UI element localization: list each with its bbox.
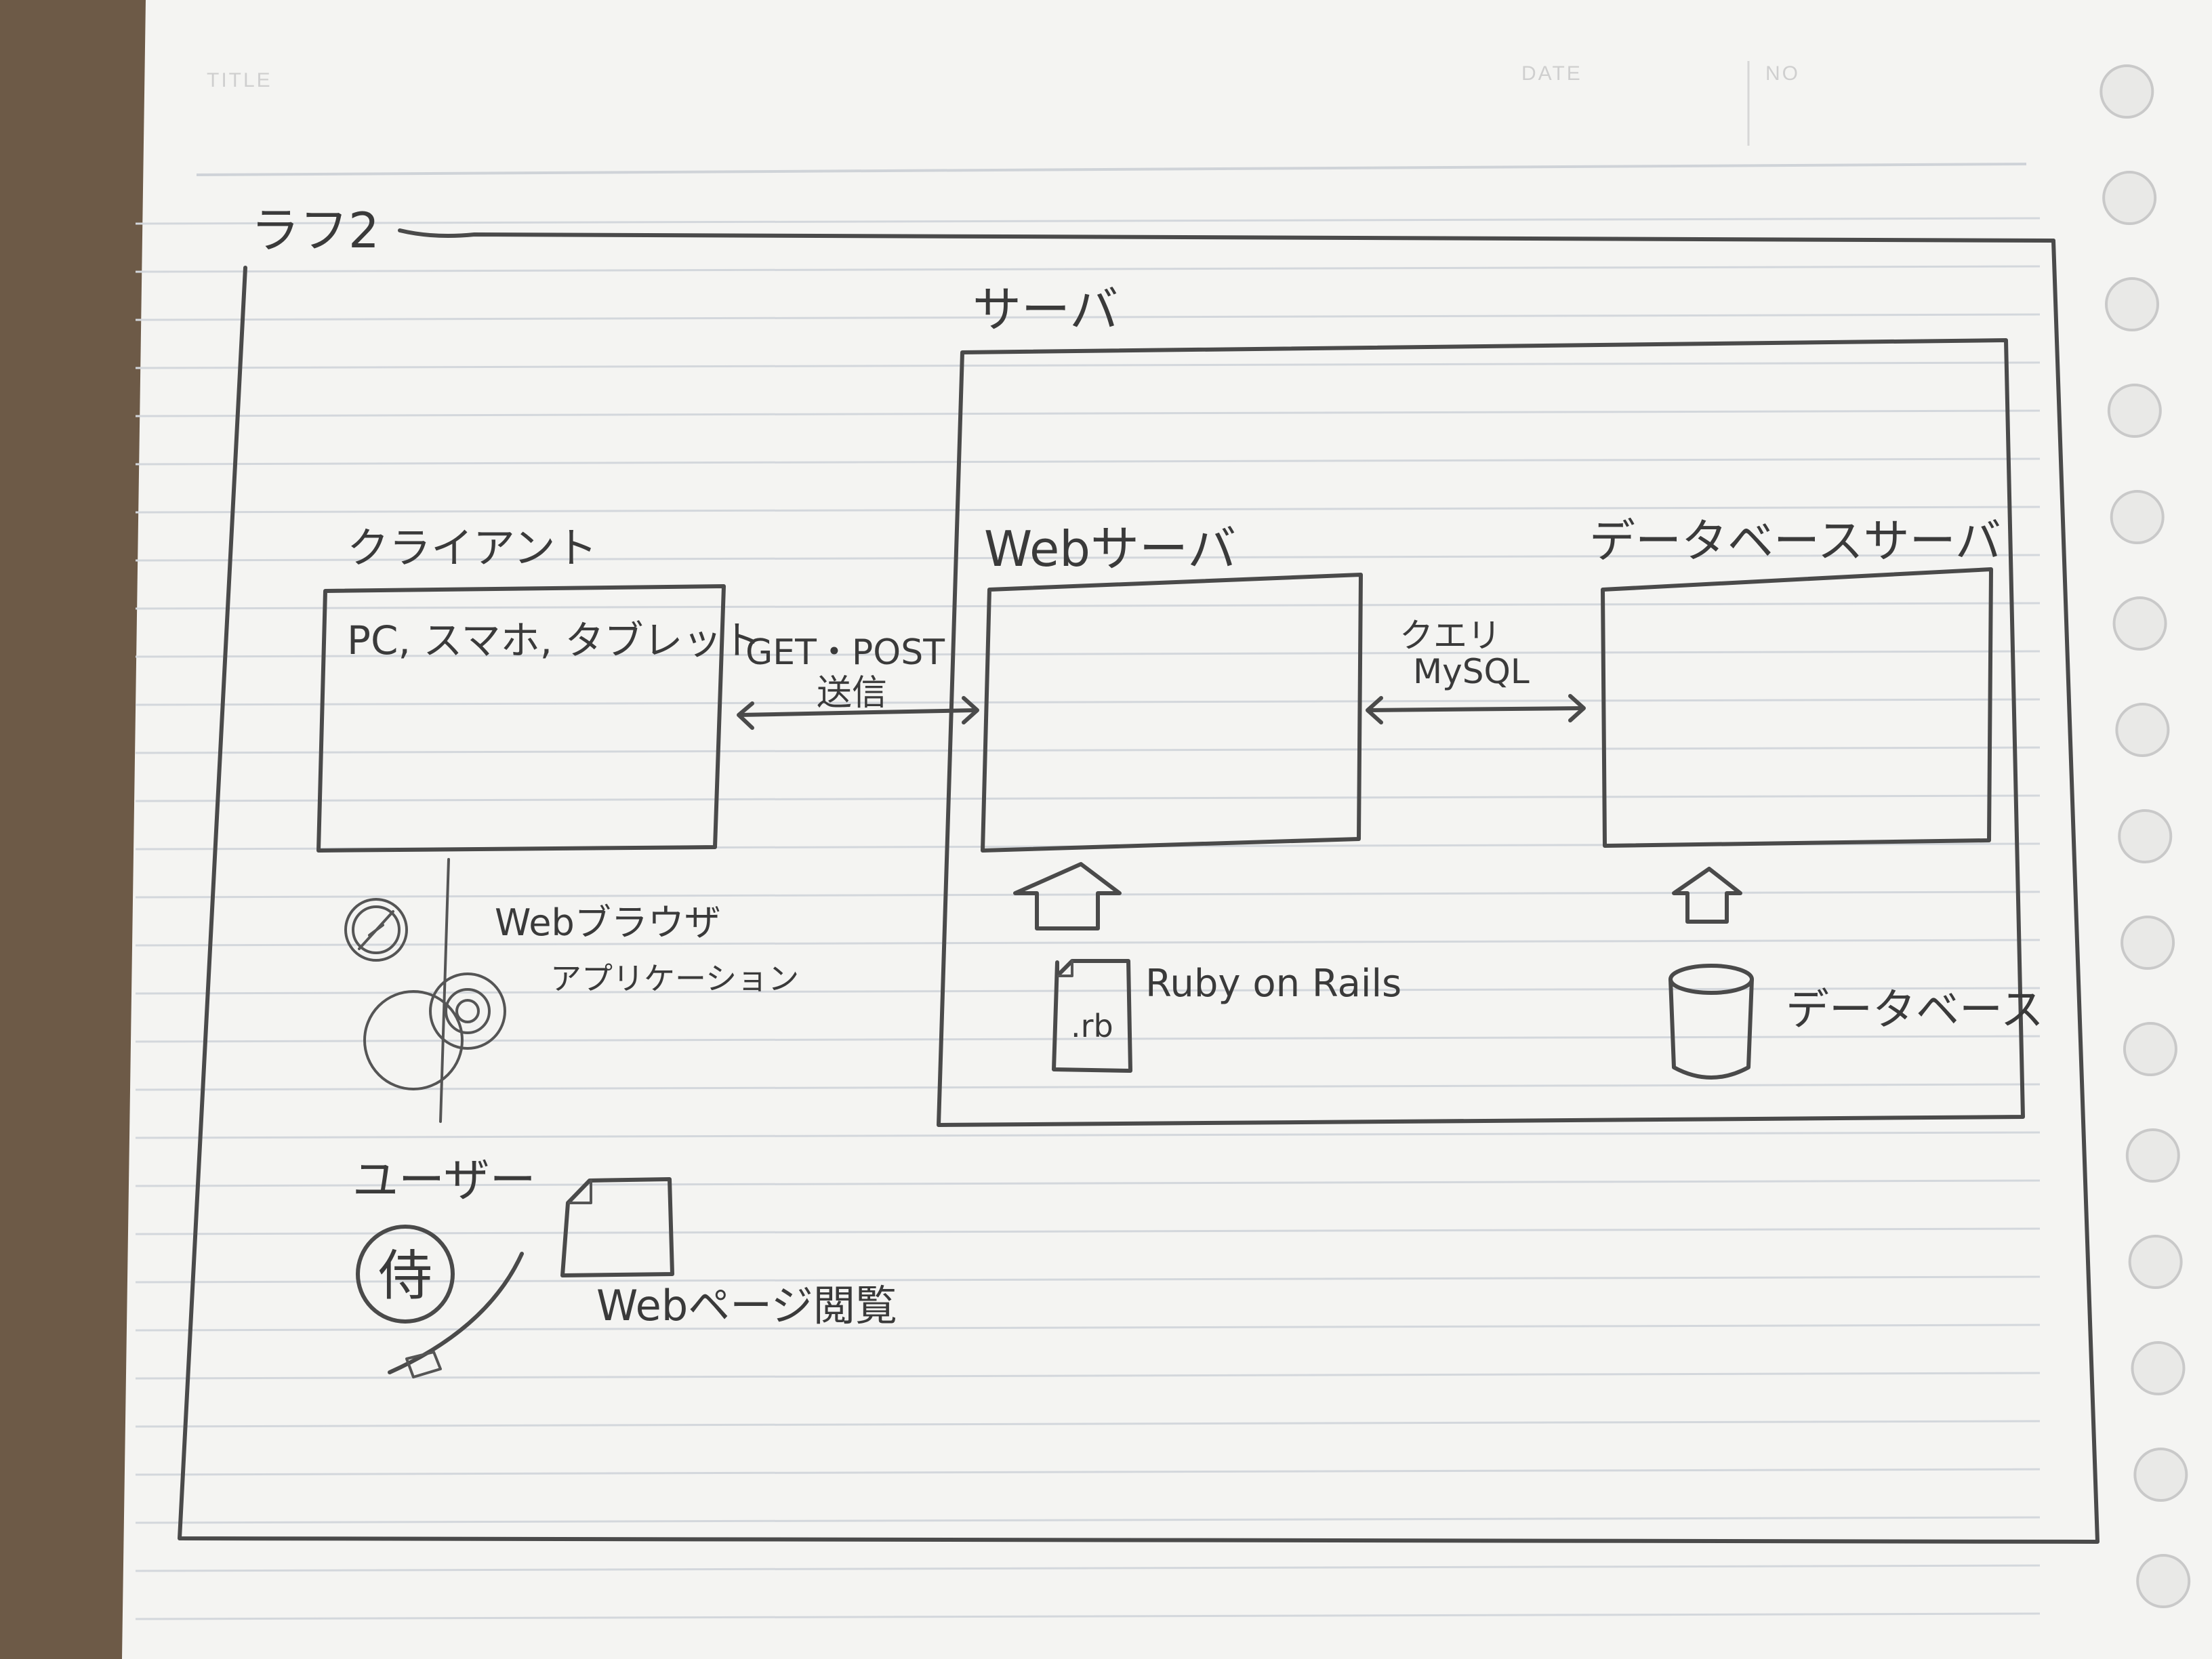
request-send-label: 送信 <box>817 673 887 714</box>
app-circles-icon <box>363 972 506 1090</box>
request-arrow <box>737 696 979 730</box>
ruby-file-icon <box>1052 959 1132 1073</box>
client-label: クライアント <box>347 523 598 573</box>
page-header: TITLE DATE NO <box>196 61 2027 176</box>
title-field-label: TITLE <box>207 69 272 91</box>
client-devices-label: PC, スマホ, タブレット <box>347 617 761 663</box>
no-field-label: NO <box>1765 62 1800 85</box>
server-label: サーバ <box>972 281 1118 338</box>
browser-label: Webブラウザ <box>495 901 721 944</box>
samurai-avatar-icon: 侍 <box>356 1225 455 1324</box>
db-server-box <box>1601 567 1993 848</box>
date-field-label: DATE <box>1521 62 1582 85</box>
request-method-label: GET・POST <box>745 632 945 673</box>
web-server-box <box>981 573 1363 853</box>
database-cylinder-icon <box>1668 964 1754 1080</box>
db-server-label: データベースサーバ <box>1589 515 2001 569</box>
client-connector-line <box>439 858 450 1123</box>
application-label: アプリケーション <box>550 960 799 997</box>
outer-frame <box>178 239 2100 1544</box>
client-box <box>316 584 726 853</box>
user-label: ユーザー <box>352 1154 536 1208</box>
database-label: データベース <box>1786 985 2044 1036</box>
compass-icon <box>344 898 408 962</box>
ruled-lines <box>135 217 2041 1620</box>
framework-label: Ruby on Rails <box>1145 962 1401 1006</box>
avatar-character: 侍 <box>378 1244 432 1307</box>
query-arrow <box>1366 694 1586 724</box>
query-language-label: MySQL <box>1413 652 1530 691</box>
katana-icon <box>388 1252 524 1378</box>
db-server-up-arrow <box>1672 867 1742 924</box>
web-page-icon <box>560 1177 674 1277</box>
page-view-label: Webページ閲覧 <box>596 1281 897 1330</box>
diagram-title: ラフ2 <box>251 202 380 259</box>
web-server-up-arrow <box>1013 862 1122 930</box>
binder-holes <box>2100 64 2191 1608</box>
web-server-label: Webサーバ <box>984 520 1236 577</box>
notebook-page <box>122 0 2212 1659</box>
ruby-file-extension: .rb <box>1071 1008 1113 1044</box>
query-label: クエリ <box>1399 616 1501 655</box>
server-box <box>937 338 2025 1127</box>
